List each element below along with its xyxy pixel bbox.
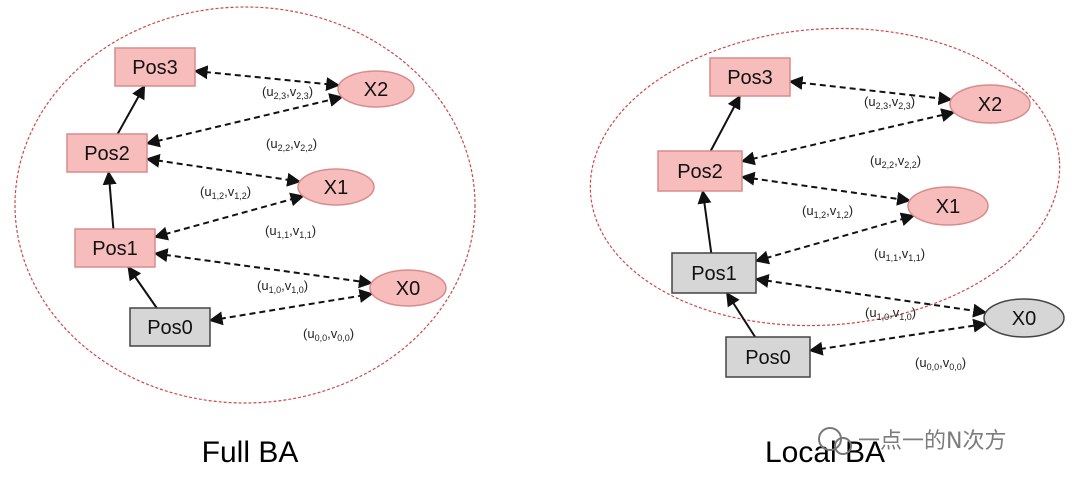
landmark-ellipse xyxy=(337,70,415,108)
node-x1: X1 xyxy=(907,186,989,226)
pose-box xyxy=(709,57,791,97)
observation-edge-pos2-x1 xyxy=(740,171,912,206)
full-ba-panel: (u2,3,v2,3) (u2,2,v2,2) (u1,2,v1,2) (u1,1,v… xyxy=(14,6,476,469)
observation-label: (u2,3,v2,3) xyxy=(262,84,313,101)
watermark-text: 一点一的N次方 xyxy=(858,429,1006,454)
observation-label: (u1,2,v1,2) xyxy=(802,203,853,220)
node-label: X1 xyxy=(936,196,960,218)
node-x2: X2 xyxy=(949,84,1031,124)
pose-box xyxy=(114,47,196,87)
landmark-ellipse xyxy=(949,84,1031,124)
observation-edge-pos3-x2 xyxy=(193,65,341,92)
node-label: X2 xyxy=(364,79,388,101)
optimization-boundary xyxy=(589,27,1061,327)
node-label: Pos3 xyxy=(132,57,178,79)
node-x2: X2 xyxy=(337,70,415,108)
landmark-ellipse xyxy=(983,298,1065,338)
observation-edge-pos2-x2 xyxy=(740,108,956,166)
observation-edge-pos1-x0 xyxy=(754,273,988,318)
observation-label: (u1,1,v1,1) xyxy=(874,246,925,263)
node-pos3: Pos3 xyxy=(114,47,196,87)
node-pos2: Pos2 xyxy=(657,150,743,192)
pose-edge-pos2-pos3 xyxy=(116,84,146,135)
pose-edge-pos1-pos2 xyxy=(102,170,117,230)
pose-box xyxy=(66,133,148,173)
node-pos1: Pos1 xyxy=(74,228,156,268)
pose-box xyxy=(657,150,743,192)
observation-label: (u0,0,v0,0) xyxy=(915,355,966,372)
node-pos0: Pos0 xyxy=(725,336,811,378)
pose-edge-pos0-pos1 xyxy=(127,265,158,309)
observation-label: (u1,1,v1,1) xyxy=(265,223,316,240)
panel-caption: Full BA xyxy=(202,436,299,469)
node-label: Pos1 xyxy=(691,263,737,285)
node-label: Pos0 xyxy=(745,347,791,369)
observation-label: (u2,2,v2,2) xyxy=(266,136,317,153)
panel-caption: Local BA xyxy=(765,436,885,469)
node-pos2: Pos2 xyxy=(66,133,148,173)
observation-edge-pos3-x2 xyxy=(788,75,953,106)
pose-box xyxy=(74,228,156,268)
pose-box xyxy=(725,336,811,378)
node-label: Pos0 xyxy=(147,317,193,339)
node-pos3: Pos3 xyxy=(709,57,791,97)
observation-edge-pos2-x2 xyxy=(145,93,344,148)
pose-box xyxy=(129,307,211,347)
node-label: X2 xyxy=(978,94,1002,116)
observation-label: (u2,3,v2,3) xyxy=(864,94,915,111)
node-x0: X0 xyxy=(369,269,447,307)
node-label: Pos2 xyxy=(677,161,723,183)
node-pos0: Pos0 xyxy=(129,307,211,347)
pose-edge-pos2-pos3 xyxy=(709,94,741,152)
pose-box xyxy=(671,252,757,294)
node-label: Pos3 xyxy=(727,67,773,89)
optimization-boundary xyxy=(14,6,476,404)
observation-edge-pos0-x0 xyxy=(208,289,374,326)
observation-edge-pos1-x1 xyxy=(153,192,305,241)
node-label: Pos2 xyxy=(84,143,130,165)
node-label: X0 xyxy=(396,278,420,300)
observation-label: (u2,2,v2,2) xyxy=(870,153,921,170)
landmark-ellipse xyxy=(907,186,989,226)
observation-edge-pos0-x0 xyxy=(808,318,988,356)
node-label: X1 xyxy=(324,177,348,199)
observation-edge-pos1-x0 xyxy=(153,248,373,289)
observation-label: (u0,0,v0,0) xyxy=(303,326,354,343)
observation-label: (u1,0,v1,0) xyxy=(257,278,308,295)
local-ba-panel: (u2,3,v2,3) (u2,2,v2,2) (u1,2,v1,2) (u1,1,v… xyxy=(589,27,1065,469)
watermark: 一点一的N次方 xyxy=(818,427,1006,455)
node-x1: X1 xyxy=(297,168,375,206)
pose-edge-pos0-pos1 xyxy=(726,291,756,338)
node-label: Pos1 xyxy=(92,238,138,260)
observation-edge-pos1-x1 xyxy=(754,212,916,265)
pose-edge-pos1-pos2 xyxy=(697,189,713,254)
node-x0: X0 xyxy=(983,298,1065,338)
observation-label: (u1,2,v1,2) xyxy=(200,184,251,201)
observation-edge-pos2-x1 xyxy=(145,153,302,187)
node-label: X0 xyxy=(1012,308,1036,330)
wechat-icon-inner xyxy=(834,437,852,455)
landmark-ellipse xyxy=(369,269,447,307)
node-pos1: Pos1 xyxy=(671,252,757,294)
landmark-ellipse xyxy=(297,168,375,206)
observation-label: (u1,0,v1,0) xyxy=(865,305,916,322)
